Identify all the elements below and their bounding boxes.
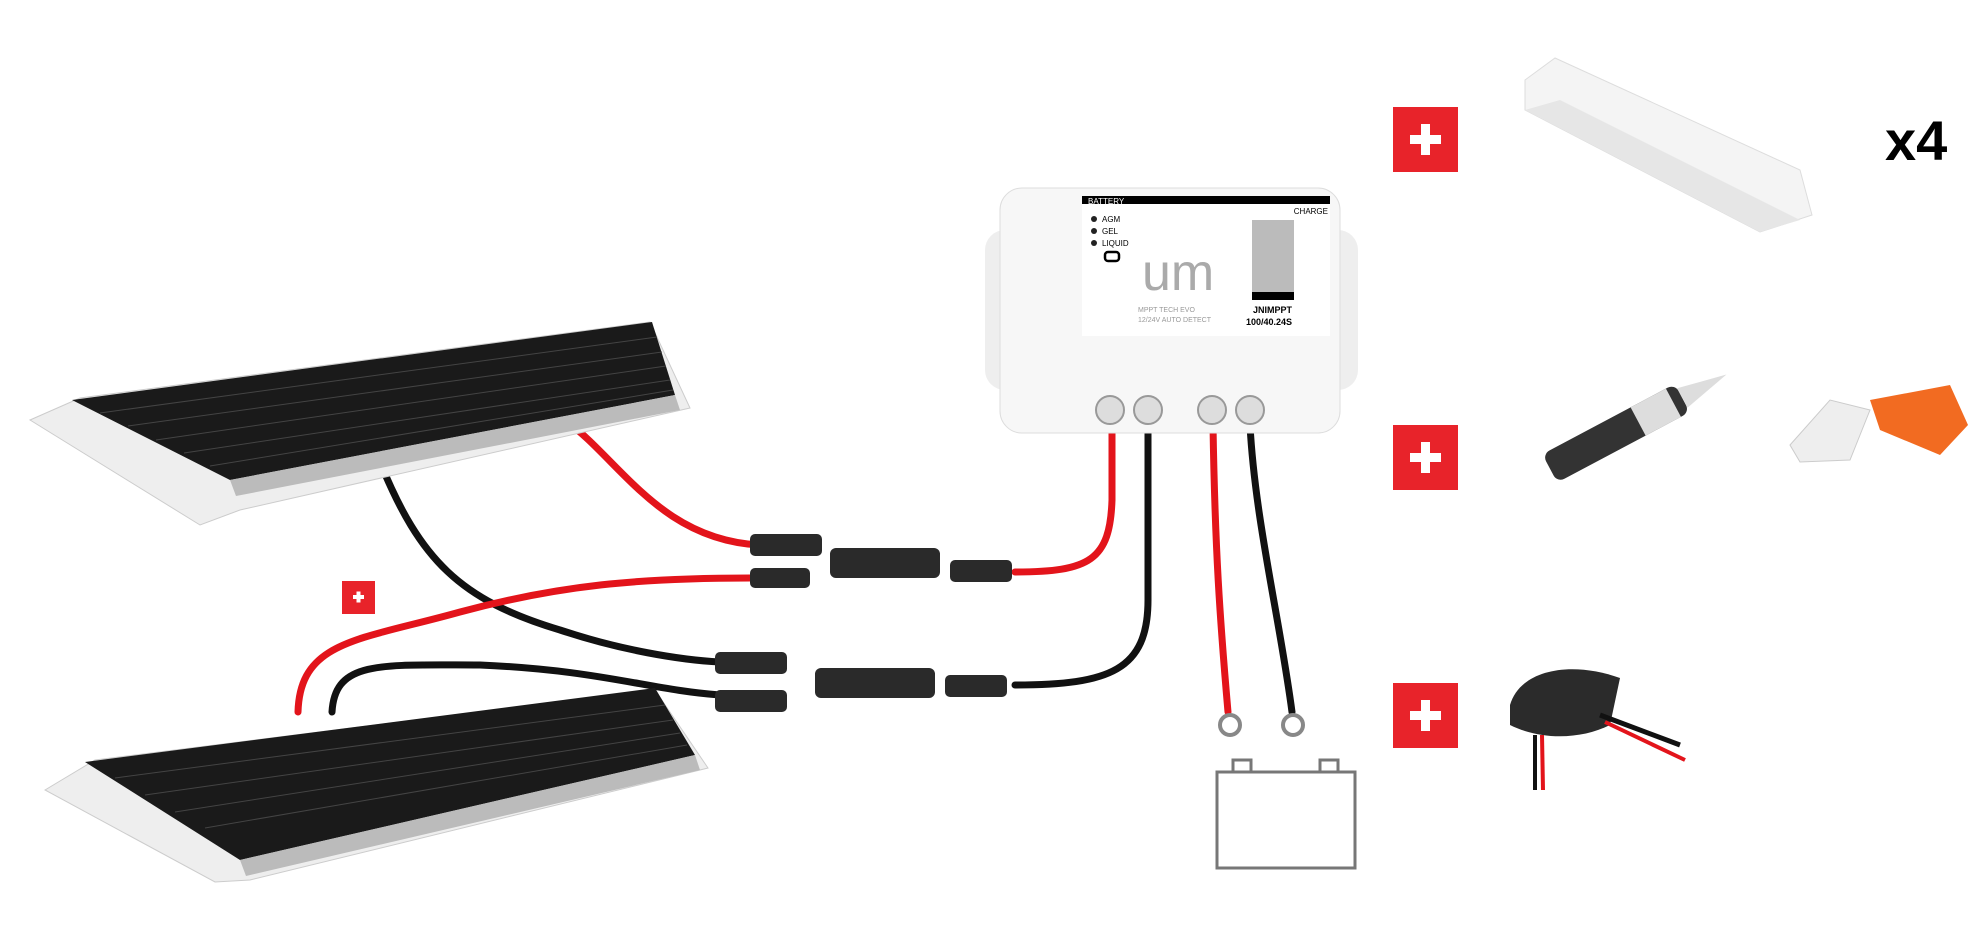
battery-positive-wire	[1209, 421, 1232, 716]
battery-type-agm: AGM	[1102, 215, 1121, 224]
plus-badge-icon	[1393, 425, 1458, 490]
plus-badge-icon	[1393, 107, 1458, 172]
roof-cable-entry-icon	[1510, 669, 1686, 791]
solar-panel-2	[43, 688, 709, 883]
sealant-tube-icon	[1545, 374, 1727, 480]
controller-pv-negative-wire	[1011, 421, 1152, 689]
plus-badge-icon	[342, 581, 375, 614]
model-number: 100/40.24S	[1246, 317, 1292, 327]
mc4-connector-icon	[715, 534, 1012, 712]
battery-header: BATTERY	[1088, 197, 1125, 206]
plus-badge-icon	[1393, 683, 1458, 748]
charge-header: CHARGE	[1294, 207, 1328, 216]
quantity-label: x4	[1885, 109, 1947, 172]
mode-button	[1103, 250, 1121, 263]
tagline-2: 12/24V AUTO DETECT	[1138, 317, 1212, 324]
panel2-negative-wire	[328, 661, 724, 716]
panel2-positive-wire	[294, 574, 754, 716]
tagline-1: MPPT TECH EVO	[1138, 307, 1195, 314]
um-logo: um	[1142, 244, 1214, 302]
battery-negative-wire	[1246, 421, 1296, 716]
ring-terminal-icon	[1218, 713, 1305, 737]
panel1-negative-wire	[376, 458, 724, 666]
cable-entry-gland-icon	[1789, 385, 1968, 463]
mounting-spoiler-icon	[1524, 57, 1813, 233]
battery-icon	[1215, 758, 1357, 870]
battery-type-gel: GEL	[1102, 227, 1119, 236]
model-name: JNIMPPT	[1253, 305, 1293, 315]
charge-controller: BATTERY CHARGE AGM GEL LIQUID um MPPT TE…	[985, 187, 1358, 434]
controller-pv-positive-wire	[1011, 421, 1116, 576]
panel1-positive-wire	[561, 416, 764, 549]
solar-panel-1	[28, 321, 691, 526]
battery-type-liquid: LIQUID	[1102, 239, 1129, 248]
